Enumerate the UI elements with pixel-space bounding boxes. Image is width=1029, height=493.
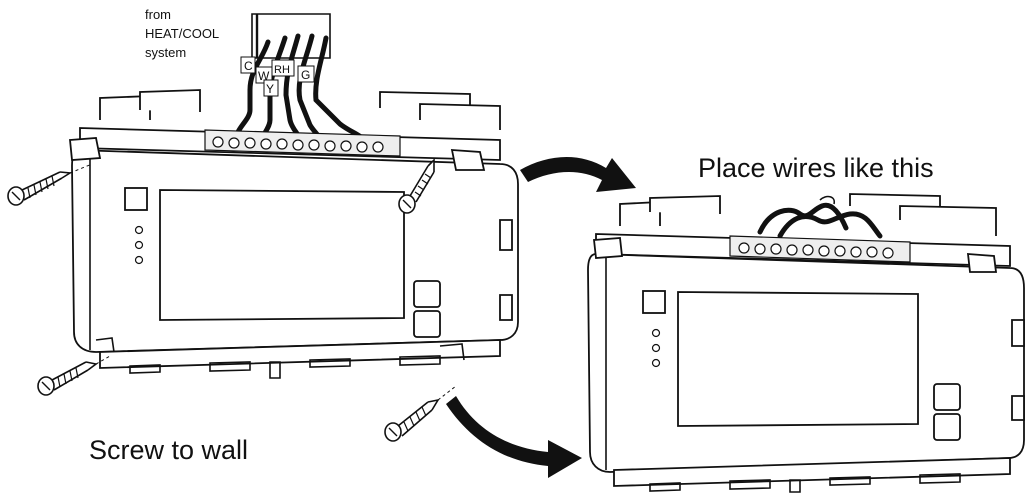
left-bracket-d (419, 103, 501, 130)
right-wires-loop-a (757, 202, 849, 235)
right-led-1 (651, 328, 661, 338)
svg-text:C: C (244, 59, 253, 73)
right-display-window (677, 291, 919, 427)
left-right-button-top (413, 280, 441, 308)
arrow-to-mounted (446, 396, 582, 478)
left-led-3 (134, 255, 144, 265)
right-wire-end (819, 195, 836, 205)
left-bracket-b (139, 89, 201, 112)
arrow-to-wiring (520, 156, 636, 192)
screw-bottom-right (384, 385, 457, 442)
right-left-clip (593, 237, 623, 259)
left-side-connector (499, 219, 513, 251)
screw-top-left (7, 163, 93, 206)
left-foot-3 (269, 361, 281, 379)
heat-cool-source: from HEAT/COOL system C W RH Y G (145, 7, 369, 145)
left-side-connector-2 (499, 294, 513, 321)
right-clip (450, 149, 486, 171)
thermostat-base-left: C B O W W2 Y Y2 RH RC G A (69, 89, 519, 379)
right-square-button (642, 290, 666, 314)
mounting-screws (7, 158, 457, 442)
wire-g (313, 35, 369, 145)
wire-tag-c: C (240, 56, 256, 74)
thermostat-base-right: C B O W W2 Y Y2 RH RC G A (587, 193, 1025, 493)
right-led-3 (651, 358, 661, 368)
left-led-1 (134, 225, 144, 235)
right-right-button-top (933, 383, 961, 411)
wire-tag-y: Y (263, 79, 279, 97)
right-terminal-screws (738, 242, 894, 259)
left-square-button (124, 187, 148, 211)
right-bracket-d (899, 205, 997, 236)
right-foot-3 (789, 479, 801, 493)
left-foot-4 (309, 358, 351, 368)
source-label-line2: HEAT/COOL (145, 26, 219, 41)
right-side-connector (1011, 319, 1025, 347)
right-side-connector-2 (1011, 395, 1025, 421)
right-bottom-ledge (613, 457, 1011, 487)
left-right-button-bottom (413, 310, 441, 338)
wire-tag-g: G (297, 65, 315, 83)
right-bracket-b (649, 195, 721, 214)
left-display-window (159, 189, 405, 321)
caption-place-wires: Place wires like this (698, 153, 934, 183)
left-led-2 (134, 240, 144, 250)
wall-opening (251, 13, 331, 59)
source-label-line3: system (145, 45, 186, 60)
right-foot-4 (829, 476, 871, 486)
left-foot-1 (129, 364, 161, 374)
right-foot-1 (649, 482, 681, 492)
right-wires-loop-b (777, 211, 883, 239)
svg-text:RH: RH (274, 64, 290, 76)
screw-bottom-left (37, 355, 111, 396)
wire-y (296, 33, 325, 145)
left-clip (69, 137, 102, 161)
right-right-button-bottom (933, 413, 961, 441)
screw-top-right (398, 158, 435, 214)
right-foot-2 (729, 479, 771, 490)
left-bottom-ledge (99, 339, 501, 369)
right-foot-5 (919, 473, 961, 484)
caption-screw-to-wall: Screw to wall (89, 435, 248, 465)
svg-text:Y: Y (266, 82, 274, 96)
right-led-2 (651, 343, 661, 353)
wire-tag-rh: RH (271, 59, 295, 77)
left-foot-5 (399, 355, 441, 366)
left-terminal-screws (212, 136, 384, 153)
wire-c (233, 39, 271, 143)
left-corner-br (439, 343, 465, 361)
svg-text:G: G (301, 68, 310, 82)
left-foot-2 (209, 361, 251, 372)
left-corner-bl (95, 337, 115, 353)
right-right-clip (966, 253, 998, 273)
source-label-line1: from (145, 7, 171, 22)
